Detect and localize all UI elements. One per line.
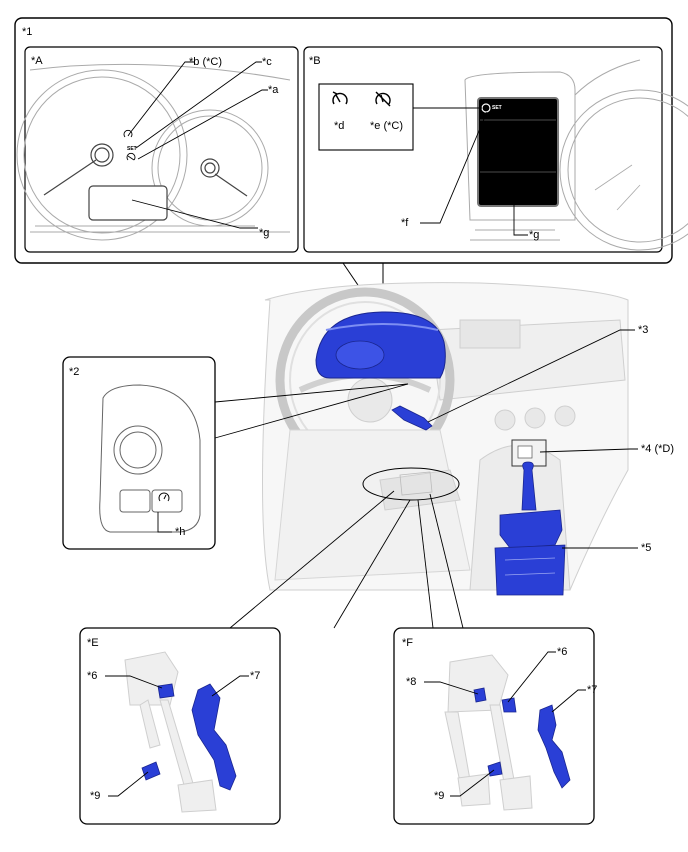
combination-meter-drawing: [16, 63, 291, 241]
icon-legend-box: [318, 83, 414, 151]
callout-4-d: *4 (*D): [641, 443, 675, 455]
callout-6-e: *6: [87, 670, 98, 682]
callout-f-panel: *F: [402, 637, 413, 649]
callout-3: *3: [638, 324, 649, 336]
pedal-f-highlight: [473, 687, 571, 789]
speedometer-cruise-icon: [123, 129, 133, 138]
meter-display-left: [88, 185, 168, 221]
panel-b-leaders: [413, 107, 528, 236]
panel-a-leaders: [129, 61, 268, 229]
callout-e-panel: *E: [87, 637, 99, 649]
pedal-assembly-ghost-f: [444, 654, 533, 811]
display-bezel-drawing: [464, 59, 688, 251]
legend-cruise-main-icon: [332, 91, 348, 105]
panel-e-leaders: [105, 675, 249, 797]
shift-lever-highlight: [494, 461, 566, 596]
pedal-e-highlight: [141, 683, 237, 791]
panel-2-frame: [62, 356, 216, 550]
set-indicator-meter: SET: [127, 146, 137, 152]
panel-2-leader: [157, 512, 172, 533]
callout-a-small: *a: [268, 84, 279, 96]
callout-8: *8: [406, 676, 417, 688]
callout-g-left: *g: [259, 227, 270, 239]
steering-pad-drawing: [99, 384, 201, 533]
callout-7-e: *7: [250, 670, 261, 682]
legend-cruise-cancel-icon: [375, 91, 391, 107]
callout-g-right: *g: [529, 229, 540, 241]
callout-7-f: *7: [587, 684, 598, 696]
cruise-switch-icon: [158, 492, 170, 502]
callout-a: *A: [31, 55, 43, 67]
callout-2: *2: [69, 366, 80, 378]
set-indicator-display: SET: [492, 105, 502, 111]
pedal-area-ellipse: [362, 467, 460, 501]
callout-h: *h: [175, 526, 186, 538]
callout-f: *f: [401, 217, 409, 229]
cruise-cancel-icon: [126, 152, 136, 161]
callout-6-f: *6: [557, 646, 568, 658]
callout-b: *B: [309, 55, 321, 67]
callout-9-e: *9: [90, 790, 101, 802]
panel-f-leaders: [424, 651, 586, 797]
callout-e-c: *e (*C): [370, 120, 404, 132]
vehicle-interior-drawing: [262, 282, 629, 591]
meter-needles: [43, 143, 248, 197]
display-indicator-icon: [481, 103, 491, 113]
callout-9-f: *9: [434, 790, 445, 802]
callout-1: *1: [22, 26, 33, 38]
callout-5: *5: [641, 542, 652, 554]
callout-d: *d: [334, 120, 345, 132]
interior-leaders: [214, 329, 638, 629]
multi-info-display: [477, 97, 559, 207]
callout-c: *c: [262, 56, 272, 68]
cruise-switch-highlight: [391, 405, 433, 431]
callout-b-c: *b (*C): [189, 56, 223, 68]
